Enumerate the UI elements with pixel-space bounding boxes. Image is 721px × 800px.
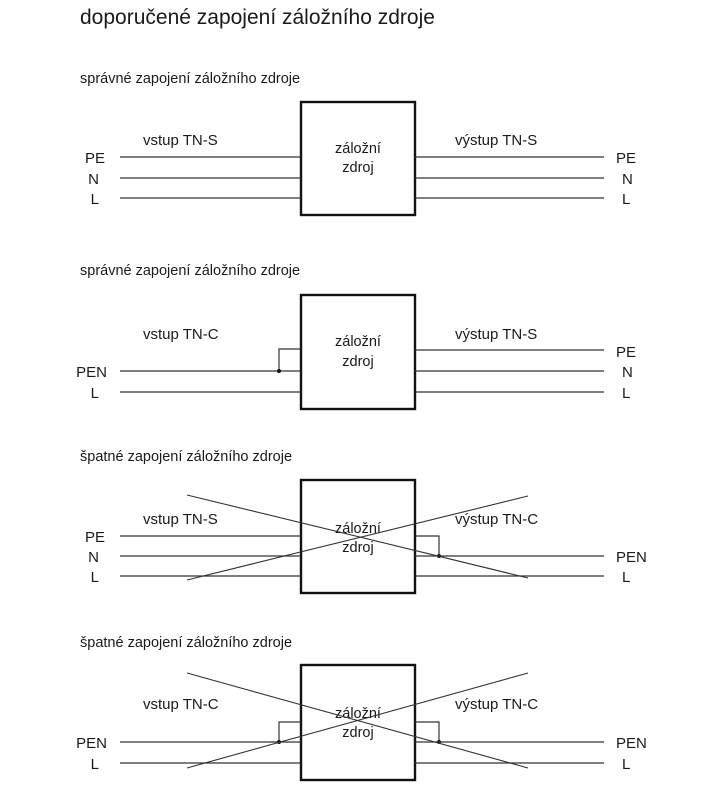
output-conductor-label: N [622,364,633,381]
output-conductor-label: PEN [616,549,647,566]
junction-dot [277,369,281,373]
output-conductor-label: PE [616,150,636,167]
output-conductor-label: L [622,569,630,586]
input-conductor-label: PEN [76,735,107,752]
input-conductor-label: N [88,549,99,566]
ups-label-line2: zdroj [342,354,373,370]
output-conductor-label: N [622,171,633,188]
diagram-heading: správné zapojení záložního zdroje [80,71,300,87]
ups-label-line1: záložní [335,706,381,722]
output-network-label: výstup TN-C [455,511,538,528]
ups-label-line1: záložní [335,334,381,350]
ups-box [299,293,417,411]
cross-out-line [186,494,529,579]
output-network-label: výstup TN-S [455,132,537,149]
ups-label-line1: záložní [335,521,381,537]
ups-box [299,100,417,217]
ups-label-line2: zdroj [342,540,373,556]
input-conductor-label: N [88,171,99,188]
input-conductor-label: PE [85,529,105,546]
input-network-label: vstup TN-C [143,326,219,343]
diagram-4: špatné zapojení záložního zdroje záložní… [76,635,647,782]
ups-label-line1: záložní [335,141,381,157]
pe-n-merge-branch [415,721,440,742]
page-title: doporučené zapojení záložního zdroje [80,6,435,29]
input-conductor-label: PEN [76,364,107,381]
diagram-heading: špatné zapojení záložního zdroje [80,635,292,651]
output-conductor-label: L [622,756,630,773]
input-network-label: vstup TN-S [143,132,218,149]
pe-n-merge-branch [415,535,440,556]
cross-out-line [186,495,529,581]
output-conductor-label: PE [616,344,636,361]
input-conductor-label: PE [85,150,105,167]
diagram-2: správné zapojení záložního zdroje záložn… [76,263,636,411]
diagram-1: správné zapojení záložního zdroje záložn… [80,71,636,217]
ups-label-line2: zdroj [342,160,373,176]
input-conductor-label: L [91,569,99,586]
diagram-3: špatné zapojení záložního zdroje záložní… [80,449,647,595]
output-conductor-label: L [622,385,630,402]
pen-split-branch [278,721,301,742]
output-network-label: výstup TN-C [455,696,538,713]
output-conductor-label: PEN [616,735,647,752]
diagram-heading: správné zapojení záložního zdroje [80,263,300,279]
pen-split-branch [278,348,301,371]
output-network-label: výstup TN-S [455,326,537,343]
input-conductor-label: L [91,756,99,773]
ups-label-line2: zdroj [342,725,373,741]
input-network-label: vstup TN-C [143,696,219,713]
output-conductor-label: L [622,191,630,208]
input-conductor-label: L [91,385,99,402]
cross-out-line [186,672,529,769]
input-network-label: vstup TN-S [143,511,218,528]
ups-box [299,663,417,782]
input-conductor-label: L [91,191,99,208]
diagram-heading: špatné zapojení záložního zdroje [80,449,292,465]
